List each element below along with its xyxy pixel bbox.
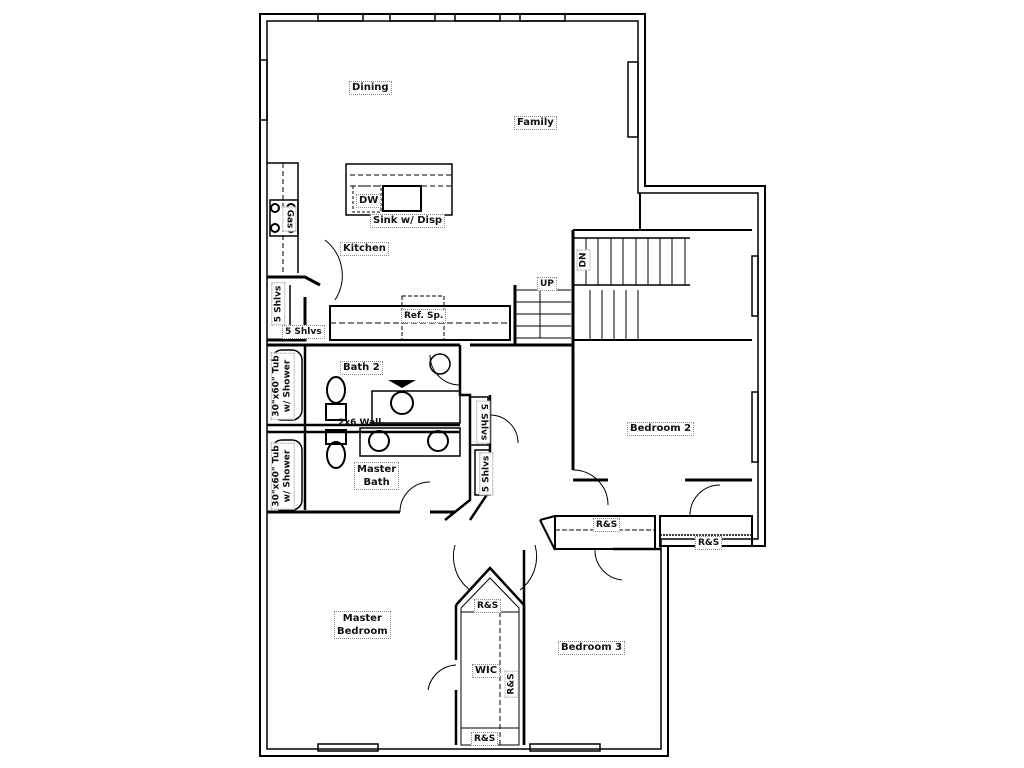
room-label-line1: Master: [342, 613, 382, 624]
linen-shelves-label-2: 5 Shlvs: [479, 452, 494, 496]
room-label-family: Family: [514, 116, 557, 130]
room-label-kitchen: Kitchen: [340, 242, 389, 256]
wall-note-label: 2x6 Wall: [338, 418, 382, 428]
room-label-dining: Dining: [349, 81, 392, 95]
tub-label-line1: 30"x60" Tub: [271, 445, 282, 507]
room-label-line2: Bath: [363, 477, 390, 488]
pantry-shelves-label-2: 5 Shlvs: [282, 325, 325, 339]
pantry-shelves-label-1: 5 Shlvs: [271, 282, 286, 326]
closet-label-wic-top: R&S: [474, 599, 502, 613]
tub-label-line2: w/ Shower: [282, 449, 293, 503]
range-label: Gas: [282, 206, 297, 232]
exterior-wall-inner: [266, 20, 759, 750]
windows: [259, 13, 759, 752]
tub-label-line2: w/ Shower: [282, 359, 293, 413]
exterior-wall: [259, 13, 766, 757]
room-label-line2: Bedroom: [337, 626, 388, 637]
closet-label-bedroom-3: R&S: [593, 518, 621, 532]
tub-label-line1: 30"x60" Tub: [271, 355, 282, 417]
room-label-bath-2: Bath 2: [340, 361, 383, 375]
closet-label-wic-side: R&S: [504, 670, 519, 698]
stairs-down-label: DN: [576, 249, 591, 271]
stairs-up-label: UP: [537, 277, 557, 291]
dishwasher-label: DW: [356, 194, 382, 208]
sink-label: Sink w/ Disp: [370, 214, 446, 228]
room-label-bedroom-3: Bedroom 3: [558, 641, 626, 655]
closet-label-bedroom-2: R&S: [695, 536, 723, 550]
linen-shelves-label-1: 5 Shlvs: [476, 400, 491, 444]
closet-label-wic-bottom: R&S: [471, 732, 499, 746]
room-label-line1: Master: [357, 464, 397, 475]
fridge-space-label: Ref. Sp.: [401, 309, 447, 323]
room-label-wic: WIC: [472, 664, 501, 678]
room-label-bedroom-2: Bedroom 2: [627, 422, 695, 436]
